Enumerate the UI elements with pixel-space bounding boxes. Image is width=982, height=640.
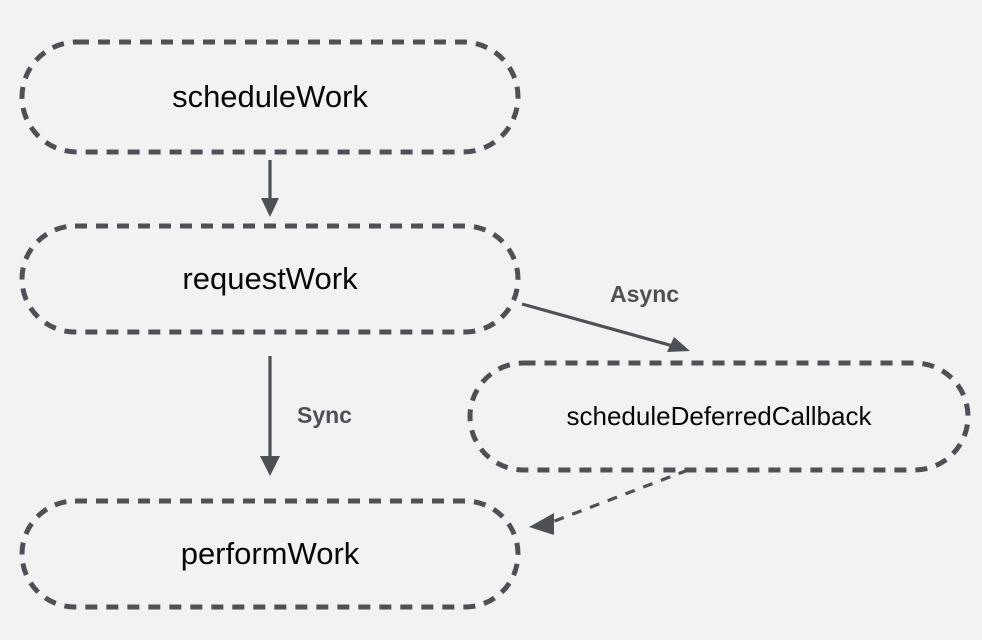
arrowhead-schedulework-requestwork	[261, 198, 279, 217]
edge-schedulework-to-requestwork	[261, 160, 279, 217]
node-shape-scheduledeferredcallback[interactable]	[467, 360, 971, 473]
node-shape-performwork[interactable]	[19, 498, 521, 610]
node-label-requestwork: requestWork	[182, 261, 358, 296]
node-schedulework[interactable]: scheduleWork	[19, 39, 521, 155]
arrowhead-scheduledeferredcallback-performwork	[529, 513, 554, 535]
edge-scheduledeferredcallback-to-performwork	[529, 468, 689, 535]
arrowhead-requestwork-scheduledeferredcallback	[667, 337, 690, 352]
node-label-scheduledeferredcallback: scheduleDeferredCallback	[567, 401, 873, 431]
node-shape-schedulework[interactable]	[19, 39, 521, 155]
node-scheduledeferredcallback[interactable]: scheduleDeferredCallback	[467, 360, 971, 473]
edge-label-async: Async	[610, 281, 679, 307]
edge-label-sync: Sync	[297, 402, 352, 428]
edge-line-requestwork-scheduledeferredcallback	[521, 302, 674, 348]
edge-line-scheduledeferredcallback-performwork	[551, 468, 689, 524]
edge-requestwork-to-performwork: Sync	[260, 356, 352, 476]
node-requestwork[interactable]: requestWork	[19, 223, 521, 335]
node-shape-requestwork[interactable]	[19, 223, 521, 335]
arrowhead-requestwork-performwork	[260, 456, 280, 476]
node-label-performwork: performWork	[181, 536, 360, 571]
edge-requestwork-to-scheduledeferredcallback: Async	[521, 281, 690, 352]
node-label-schedulework: scheduleWork	[172, 79, 368, 114]
node-performwork[interactable]: performWork	[19, 498, 521, 610]
